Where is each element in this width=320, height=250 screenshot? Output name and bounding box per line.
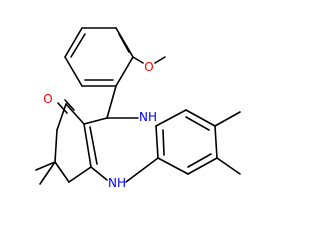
bond: [154, 56, 166, 64]
bond: [64, 27, 83, 58]
bond: [64, 56, 83, 87]
bond: [155, 125, 159, 159]
bond: [155, 109, 187, 127]
bond: [185, 116, 210, 131]
bond: [54, 129, 58, 163]
bond: [89, 126, 98, 165]
bond: [187, 153, 212, 168]
bond: [90, 166, 108, 181]
bond: [185, 109, 216, 127]
molecule-diagram: O O NH NH: [35, 27, 241, 190]
bond: [187, 157, 218, 175]
bond: [70, 33, 86, 58]
bond: [115, 56, 134, 87]
bond: [57, 102, 68, 114]
bond: [132, 56, 144, 64]
bond-layer: [35, 27, 241, 185]
molecule-structure: O O NH NH: [35, 27, 241, 190]
bond: [118, 33, 130, 53]
bond: [125, 157, 159, 183]
amine-upper-label: NH: [139, 110, 157, 124]
bond: [64, 99, 75, 111]
bond: [56, 103, 67, 131]
bond: [65, 103, 85, 125]
bond: [162, 129, 165, 156]
amine-lower-label: NH: [108, 176, 126, 190]
bond: [83, 123, 92, 168]
methoxy-oxygen-label: O: [144, 60, 153, 74]
bond: [157, 157, 189, 175]
bond: [83, 117, 108, 125]
bond: [54, 161, 70, 183]
bond: [106, 85, 117, 119]
bond: [39, 161, 56, 185]
atom-label-layer: O O NH NH: [43, 60, 157, 190]
bond: [35, 161, 56, 171]
ketone-oxygen-label: O: [43, 92, 52, 106]
bond: [68, 166, 92, 183]
bond: [214, 125, 218, 159]
bond: [214, 111, 241, 127]
bond: [216, 157, 241, 175]
